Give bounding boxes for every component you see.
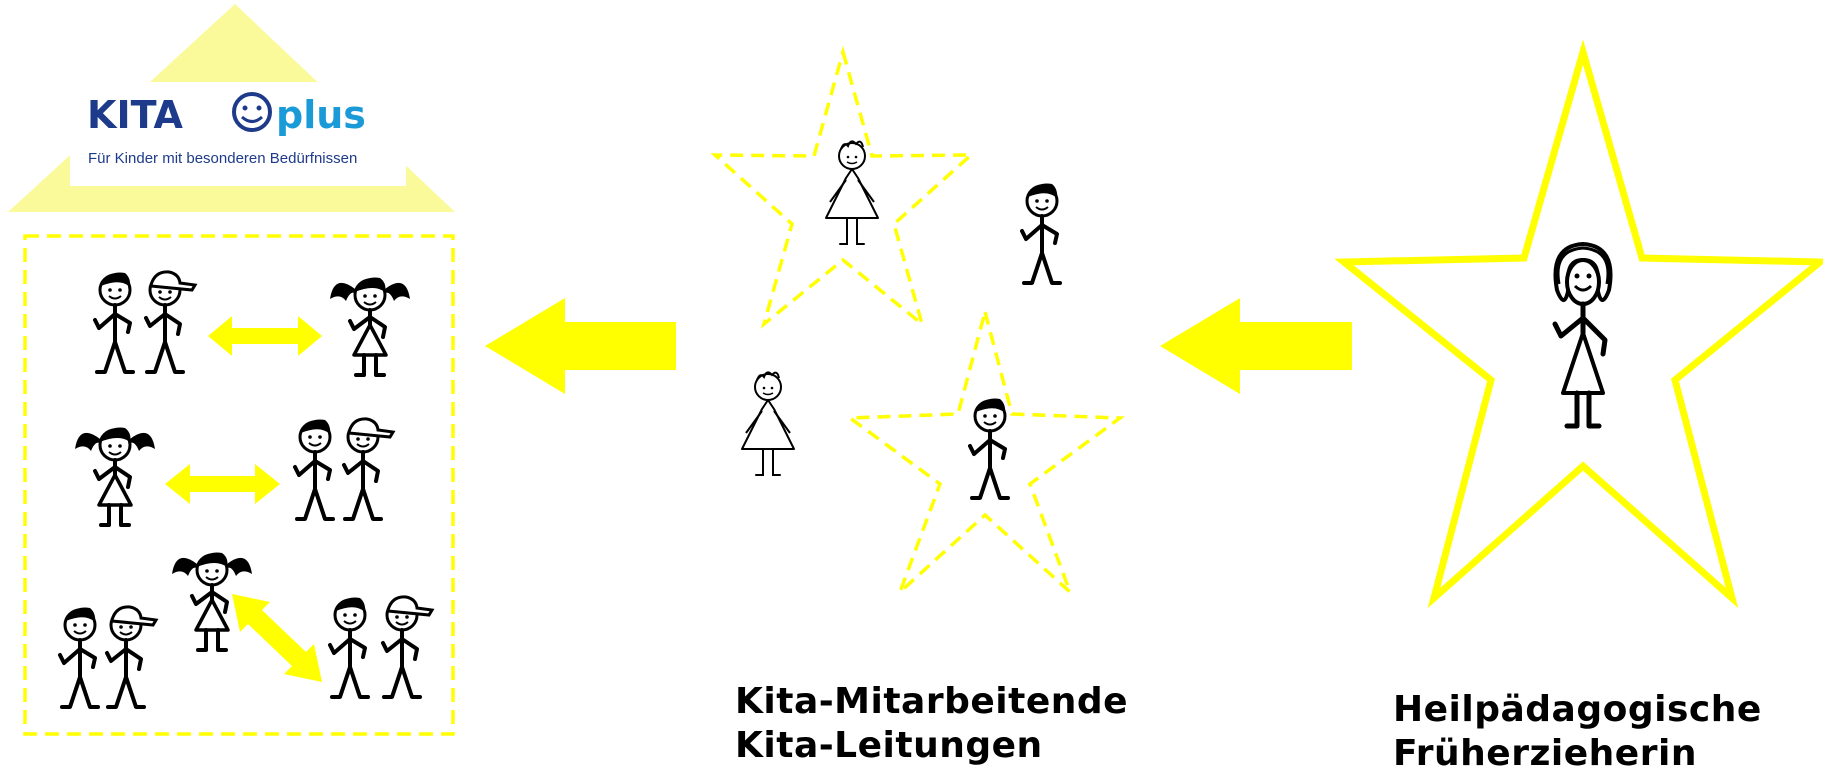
- man-figure: [1020, 181, 1062, 285]
- dashed-star: [844, 305, 1126, 594]
- double-arrow-icon: [165, 464, 280, 504]
- staff-caption-line: Kita-Leitungen: [735, 725, 1043, 766]
- staff-group: [710, 45, 1126, 594]
- boy-cap-figure: [342, 416, 395, 521]
- double-arrow-icon: [208, 316, 322, 356]
- smiley-icon: [232, 92, 272, 132]
- dashed-star: [710, 45, 976, 329]
- woman-figure: [1555, 244, 1611, 426]
- therapist-group: [1334, 39, 1823, 609]
- boy-cap-figure: [144, 269, 197, 374]
- therapist-caption-line: Heilpädagogische: [1393, 689, 1762, 730]
- logo-tagline: Für Kinder mit besonderen Bedürfnissen: [88, 150, 357, 167]
- outline-star: [1334, 39, 1823, 609]
- kita-plus-logo: KITA plus Für Kinder mit besonderen Bedü…: [70, 82, 406, 186]
- arrow-left-icon: [1160, 298, 1352, 394]
- girl-figure: [73, 425, 157, 527]
- boy-cap-figure: [105, 604, 158, 709]
- therapist-caption-line: Früherzieherin: [1393, 733, 1697, 774]
- arrow-left-icon: [485, 298, 676, 394]
- boy-figure: [93, 270, 135, 374]
- man-figure: [968, 396, 1010, 500]
- boy-figure: [58, 605, 100, 709]
- woman-dress-figure: [741, 371, 795, 476]
- interaction-arrows: [165, 316, 322, 682]
- logo-suffix: plus: [276, 93, 366, 137]
- staff-caption-line: Kita-Mitarbeitende: [735, 681, 1129, 722]
- boy-cap-figure: [381, 594, 434, 699]
- boy-figure: [293, 417, 335, 521]
- therapist-caption: Heilpädagogische Früherzieherin: [1393, 688, 1762, 776]
- woman-dress-figure: [825, 140, 879, 245]
- logo-brand: KITA: [87, 93, 184, 137]
- girl-figure: [328, 275, 412, 377]
- double-arrow-icon: [232, 594, 322, 682]
- boy-figure: [328, 595, 370, 699]
- staff-caption: Kita-Mitarbeitende Kita-Leitungen: [735, 680, 1128, 768]
